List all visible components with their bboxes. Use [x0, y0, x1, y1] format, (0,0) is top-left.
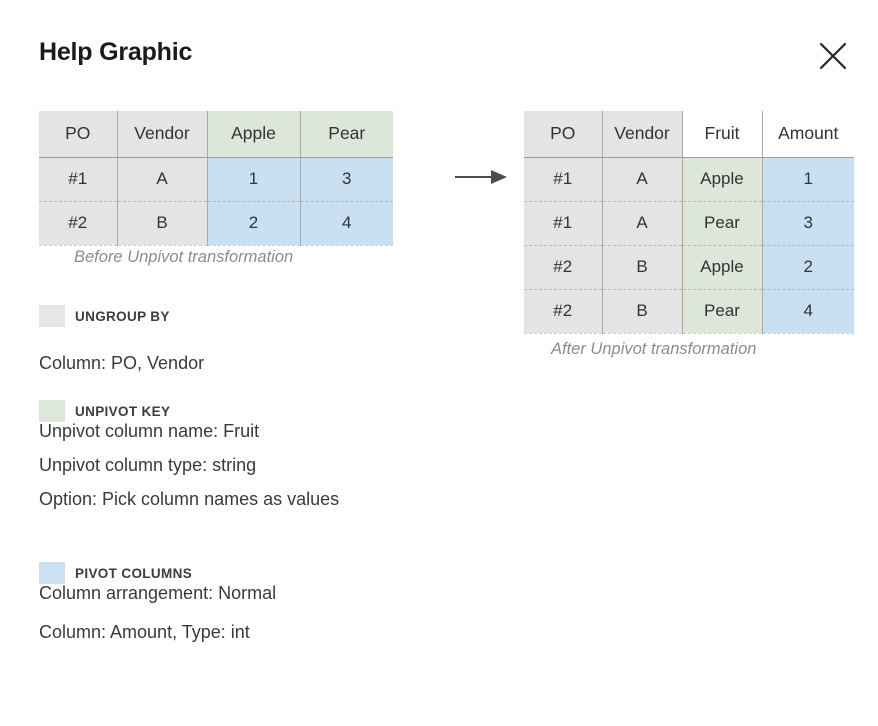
- table-row: #1 A Pear 3: [524, 201, 854, 246]
- cell-amount: 2: [761, 245, 854, 290]
- column-header-amount: Amount: [761, 111, 854, 158]
- legend-detail-line: Unpivot column type: string: [39, 455, 257, 475]
- table-row: #2 B Apple 2: [524, 245, 854, 290]
- cell-amount: 4: [761, 289, 854, 334]
- legend-header: UNGROUP BY: [39, 305, 204, 327]
- cell-amount: 1: [761, 157, 854, 202]
- arrow-right-icon: [455, 168, 507, 186]
- column-header-fruit: Fruit: [681, 111, 762, 158]
- legend-detail-line: Option: Pick column names as values: [39, 489, 340, 509]
- table-header-row: PO Vendor Apple Pear: [39, 111, 393, 158]
- color-swatch-green: [39, 400, 65, 422]
- page-title: Help Graphic: [39, 38, 193, 66]
- legend-section-unpivot-key: UNPIVOT KEY Unpivot column name: Fruit U…: [39, 400, 339, 508]
- caption-before: Before Unpivot transformation: [74, 248, 294, 266]
- table-after-unpivot: PO Vendor Fruit Amount #1 A Apple 1 #1 A…: [524, 111, 854, 334]
- cell-vendor: B: [601, 245, 682, 290]
- legend-header: UNPIVOT KEY: [39, 400, 339, 422]
- cell-apple: 1: [206, 157, 300, 202]
- caption-after: After Unpivot transformation: [551, 340, 757, 358]
- legend-title: PIVOT COLUMNS: [75, 565, 193, 581]
- cell-vendor: A: [601, 201, 682, 246]
- cell-fruit: Apple: [681, 157, 762, 202]
- cell-pear: 3: [299, 157, 393, 202]
- cell-vendor: B: [601, 289, 682, 334]
- cell-po: #1: [524, 157, 602, 202]
- color-swatch-gray: [39, 305, 65, 327]
- column-header-apple: Apple: [206, 111, 300, 158]
- cell-fruit: Apple: [681, 245, 762, 290]
- cell-apple: 2: [206, 201, 300, 246]
- close-icon: [819, 42, 847, 70]
- table-row: #2 B Pear 4: [524, 289, 854, 334]
- legend-title: UNGROUP BY: [75, 308, 170, 324]
- legend-title: UNPIVOT KEY: [75, 403, 171, 419]
- close-button[interactable]: [815, 38, 851, 74]
- cell-po: #2: [524, 245, 602, 290]
- column-header-vendor: Vendor: [601, 111, 682, 158]
- cell-po: #1: [524, 201, 602, 246]
- cell-po: #2: [39, 201, 117, 246]
- cell-po: #2: [524, 289, 602, 334]
- cell-fruit: Pear: [681, 201, 762, 246]
- table-row: #2 B 2 4: [39, 201, 393, 246]
- cell-vendor: A: [116, 157, 207, 202]
- legend-header: PIVOT COLUMNS: [39, 562, 276, 584]
- table-row: #1 A Apple 1: [524, 157, 854, 202]
- column-header-pear: Pear: [299, 111, 393, 158]
- column-header-vendor: Vendor: [116, 111, 207, 158]
- legend-section-pivot-columns: PIVOT COLUMNS Column arrangement: Normal…: [39, 562, 276, 641]
- cell-pear: 4: [299, 201, 393, 246]
- column-header-po: PO: [524, 111, 602, 158]
- cell-amount: 3: [761, 201, 854, 246]
- legend-detail-line: Column: PO, Vendor: [39, 353, 205, 373]
- cell-vendor: B: [116, 201, 207, 246]
- cell-fruit: Pear: [681, 289, 762, 334]
- table-row: #1 A 1 3: [39, 157, 393, 202]
- legend-detail-line: Unpivot column name: Fruit: [39, 421, 260, 441]
- table-before-unpivot: PO Vendor Apple Pear #1 A 1 3 #2 B 2 4: [39, 111, 393, 246]
- legend-detail-line: Column: Amount, Type: int: [39, 622, 250, 642]
- cell-vendor: A: [601, 157, 682, 202]
- column-header-po: PO: [39, 111, 117, 158]
- legend-section-ungroup-by: UNGROUP BY Column: PO, Vendor: [39, 305, 204, 372]
- legend-detail-line: Column arrangement: Normal: [39, 583, 277, 603]
- cell-po: #1: [39, 157, 117, 202]
- color-swatch-blue: [39, 562, 65, 584]
- table-header-row: PO Vendor Fruit Amount: [524, 111, 854, 158]
